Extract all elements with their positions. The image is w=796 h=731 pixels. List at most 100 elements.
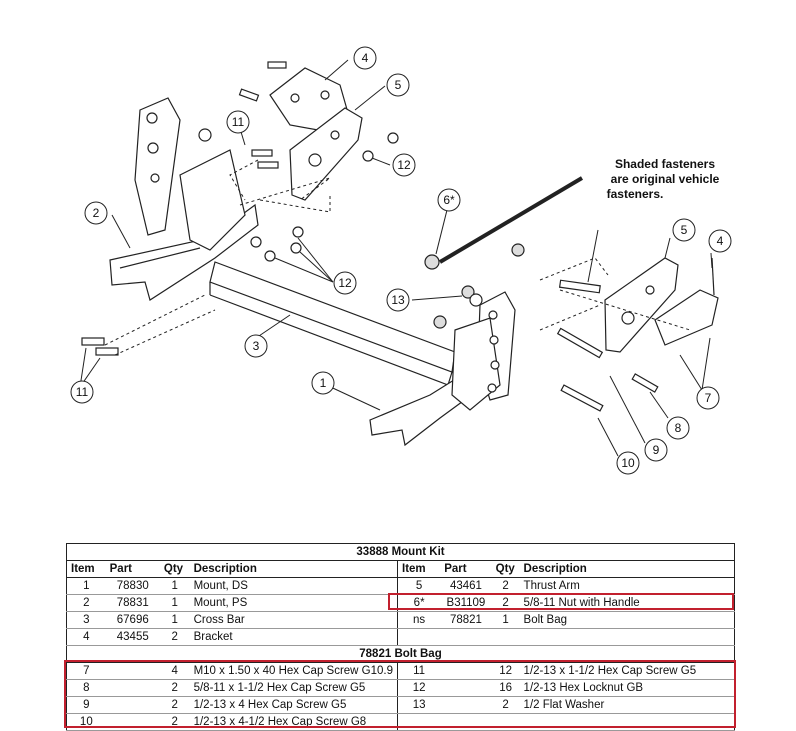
table-cell: 1/2-13 x 1-1/2 Hex Cap Screw G5 (519, 662, 735, 680)
table-cell: 2 (159, 628, 190, 646)
table-cell: Mount, DS (189, 577, 398, 595)
table-cell: 2 (159, 696, 190, 714)
table-cell (440, 628, 492, 646)
table-cell: 67696 (105, 611, 160, 629)
table-cell: 6* (397, 594, 441, 612)
table-cell: 13 (397, 696, 441, 714)
note-line-3: fasteners. (607, 187, 664, 201)
callout-1: 1 (320, 376, 327, 390)
table-cell: 43461 (440, 577, 492, 595)
thrust-arm-part-top (289, 107, 363, 201)
table-cell: 5 (397, 577, 441, 595)
callout-7: 7 (705, 391, 712, 405)
table-cell: Bracket (189, 628, 398, 646)
table-cell: 4 (159, 662, 190, 680)
header-description: Description (189, 560, 398, 578)
header-part: Part (105, 560, 160, 578)
callout-5: 5 (395, 78, 402, 92)
table-cell: Mount, PS (189, 594, 398, 612)
callout-4: 4 (362, 51, 369, 65)
table-cell: 1 (159, 611, 190, 629)
header-description-2: Description (519, 560, 735, 578)
table-cell (440, 662, 492, 680)
table-cell: 4 (66, 628, 106, 646)
table-cell: Bolt Bag (519, 611, 735, 629)
table-cell: 2 (491, 696, 520, 714)
table-cell (440, 679, 492, 697)
table-cell: 2 (66, 594, 106, 612)
table-cell: 1 (491, 611, 520, 629)
callout-10: 10 (621, 456, 635, 470)
table-cell: 2 (159, 679, 190, 697)
table-cell (105, 679, 160, 697)
note-line-2: are original vehicle (611, 172, 720, 186)
mount-kit-title: 33888 Mount Kit (66, 543, 735, 561)
callout-6: 6* (443, 193, 455, 207)
table-cell: 2 (491, 594, 520, 612)
table-cell: 43455 (105, 628, 160, 646)
parts-table: 33888 Mount Kit Item Part Qty Descriptio… (66, 543, 735, 731)
table-cell: 5/8-11 Nut with Handle (519, 594, 735, 612)
table-cell: 78830 (105, 577, 160, 595)
bolt-bag-title: 78821 Bolt Bag (66, 645, 735, 663)
table-cell (519, 628, 735, 646)
table-cell (397, 713, 441, 731)
note-line-1: Shaded fasteners (615, 157, 715, 171)
table-cell (105, 713, 160, 731)
callout-11: 11 (232, 115, 245, 129)
header-item: Item (66, 560, 106, 578)
table-cell: 9 (66, 696, 106, 714)
callout-12-lower: 12 (338, 276, 352, 290)
callout-9: 9 (653, 443, 660, 457)
callout-5-right: 5 (681, 223, 688, 237)
callout-4-right: 4 (717, 234, 724, 248)
table-cell: 5/8-11 x 1-1/2 Hex Cap Screw G5 (189, 679, 398, 697)
table-cell (440, 696, 492, 714)
table-cell: M10 x 1.50 x 40 Hex Cap Screw G10.9 (189, 662, 398, 680)
table-cell: 7 (66, 662, 106, 680)
table-cell: 1/2-13 Hex Locknut GB (519, 679, 735, 697)
table-cell: 2 (159, 713, 190, 731)
table-cell: 16 (491, 679, 520, 697)
header-qty-2: Qty (491, 560, 520, 578)
bracket-part-right (654, 289, 719, 346)
table-cell: 8 (66, 679, 106, 697)
table-cell (491, 713, 520, 731)
table-cell: B31109 (440, 594, 492, 612)
callout-13: 13 (391, 293, 405, 307)
table-cell: 1 (159, 577, 190, 595)
table-cell (440, 713, 492, 731)
table-cell (519, 713, 735, 731)
callout-2: 2 (93, 206, 100, 220)
callout-8: 8 (675, 421, 682, 435)
table-cell: 12 (491, 662, 520, 680)
header-part-2: Part (440, 560, 492, 578)
table-cell: 3 (66, 611, 106, 629)
callout-12: 12 (397, 158, 411, 172)
header-item-2: Item (397, 560, 441, 578)
callout-11-lower: 11 (76, 385, 89, 399)
table-cell: 78821 (440, 611, 492, 629)
table-cell: 1/2-13 x 4-1/2 Hex Cap Screw G8 (189, 713, 398, 731)
table-cell: Thrust Arm (519, 577, 735, 595)
cross-bar-part (209, 261, 456, 373)
table-cell (397, 628, 441, 646)
table-cell: ns (397, 611, 441, 629)
table-cell (105, 662, 160, 680)
table-cell (491, 628, 520, 646)
table-cell: 1 (159, 594, 190, 612)
table-cell: 11 (397, 662, 441, 680)
table-cell: 2 (491, 577, 520, 595)
header-qty: Qty (159, 560, 190, 578)
callout-3: 3 (253, 339, 260, 353)
table-cell (105, 696, 160, 714)
table-cell: 10 (66, 713, 106, 731)
table-cell: 1/2 Flat Washer (519, 696, 735, 714)
